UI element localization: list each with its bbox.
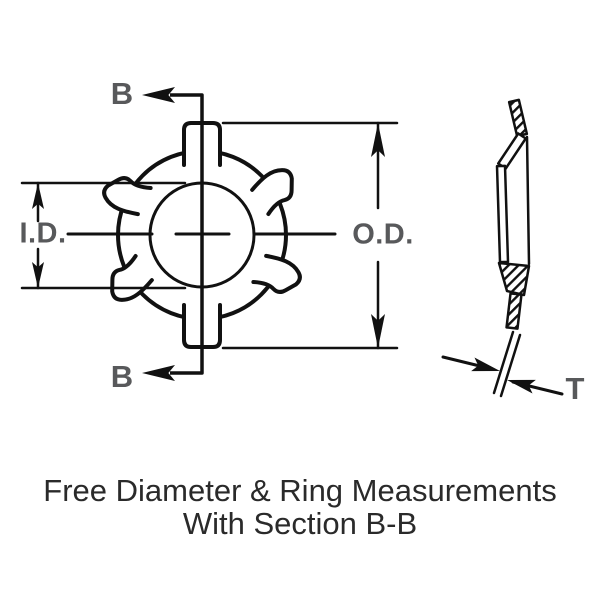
caption: Free Diameter & Ring Measurements With S… (0, 474, 600, 540)
outer-diameter-label: O.D. (352, 218, 414, 251)
front-view-drawing (20, 87, 399, 381)
section-label-b-bottom: B (110, 359, 134, 394)
caption-line-2: With Section B-B (182, 506, 418, 541)
section-label-b-top: B (110, 76, 134, 111)
inner-diameter-label: I.D. (19, 217, 67, 250)
caption-line-1: Free Diameter & Ring Measurements (43, 473, 557, 508)
thickness-label: T (565, 371, 585, 406)
side-view-drawing (441, 98, 564, 398)
